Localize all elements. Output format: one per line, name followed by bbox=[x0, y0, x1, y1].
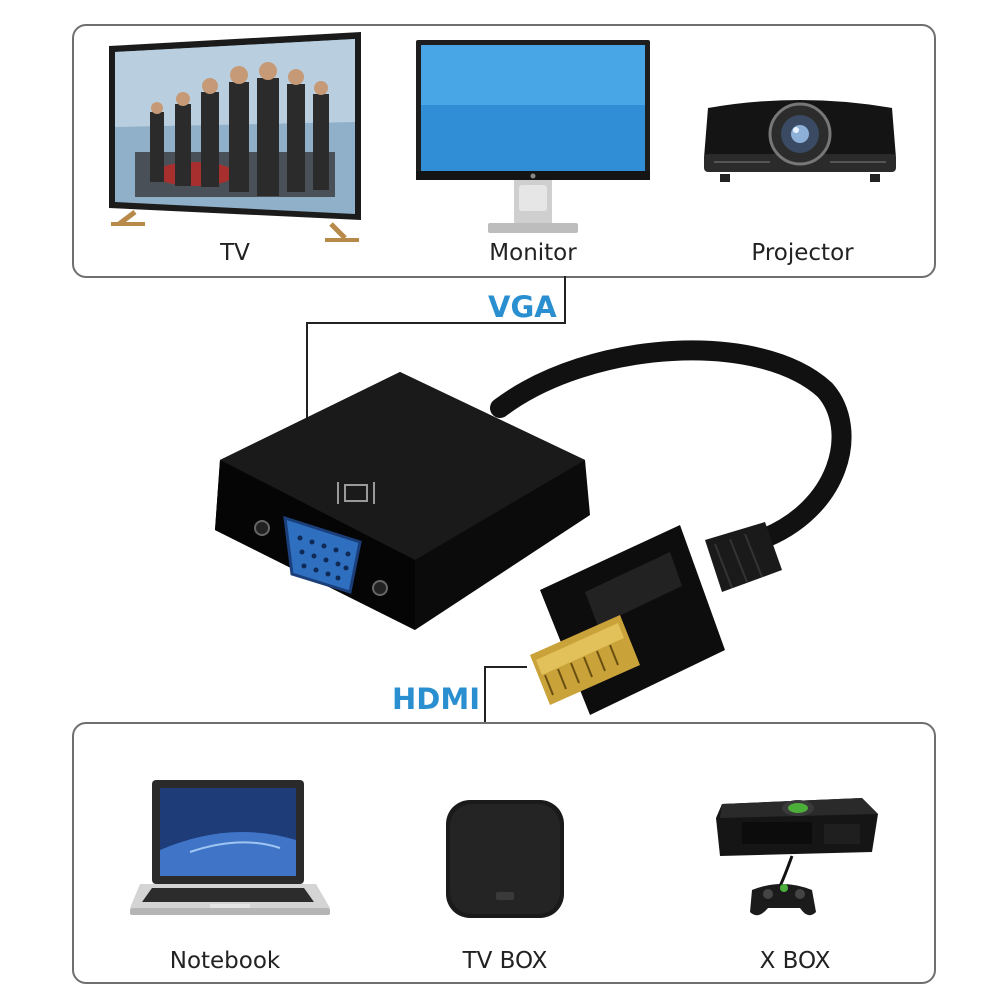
tv-box-label: TV BOX bbox=[462, 948, 548, 974]
vga-label: VGA bbox=[488, 290, 557, 324]
hdmi-to-vga-adapter bbox=[215, 340, 852, 715]
projector-label: Projector bbox=[751, 240, 854, 266]
cable-strain-relief bbox=[705, 522, 782, 592]
monitor-icon bbox=[416, 40, 650, 233]
vga-port-icon bbox=[337, 482, 375, 504]
hdmi-label: HDMI bbox=[392, 682, 480, 716]
tv-label: TV bbox=[220, 240, 250, 266]
notebook-label: Notebook bbox=[169, 948, 281, 974]
monitor-label: Monitor bbox=[489, 240, 577, 266]
tv-icon bbox=[109, 32, 361, 242]
xbox-icon bbox=[716, 798, 878, 916]
laptop-icon bbox=[130, 780, 330, 915]
projector-icon bbox=[704, 100, 896, 182]
tv-box-icon bbox=[446, 800, 564, 918]
xbox-label: X BOX bbox=[759, 948, 831, 974]
